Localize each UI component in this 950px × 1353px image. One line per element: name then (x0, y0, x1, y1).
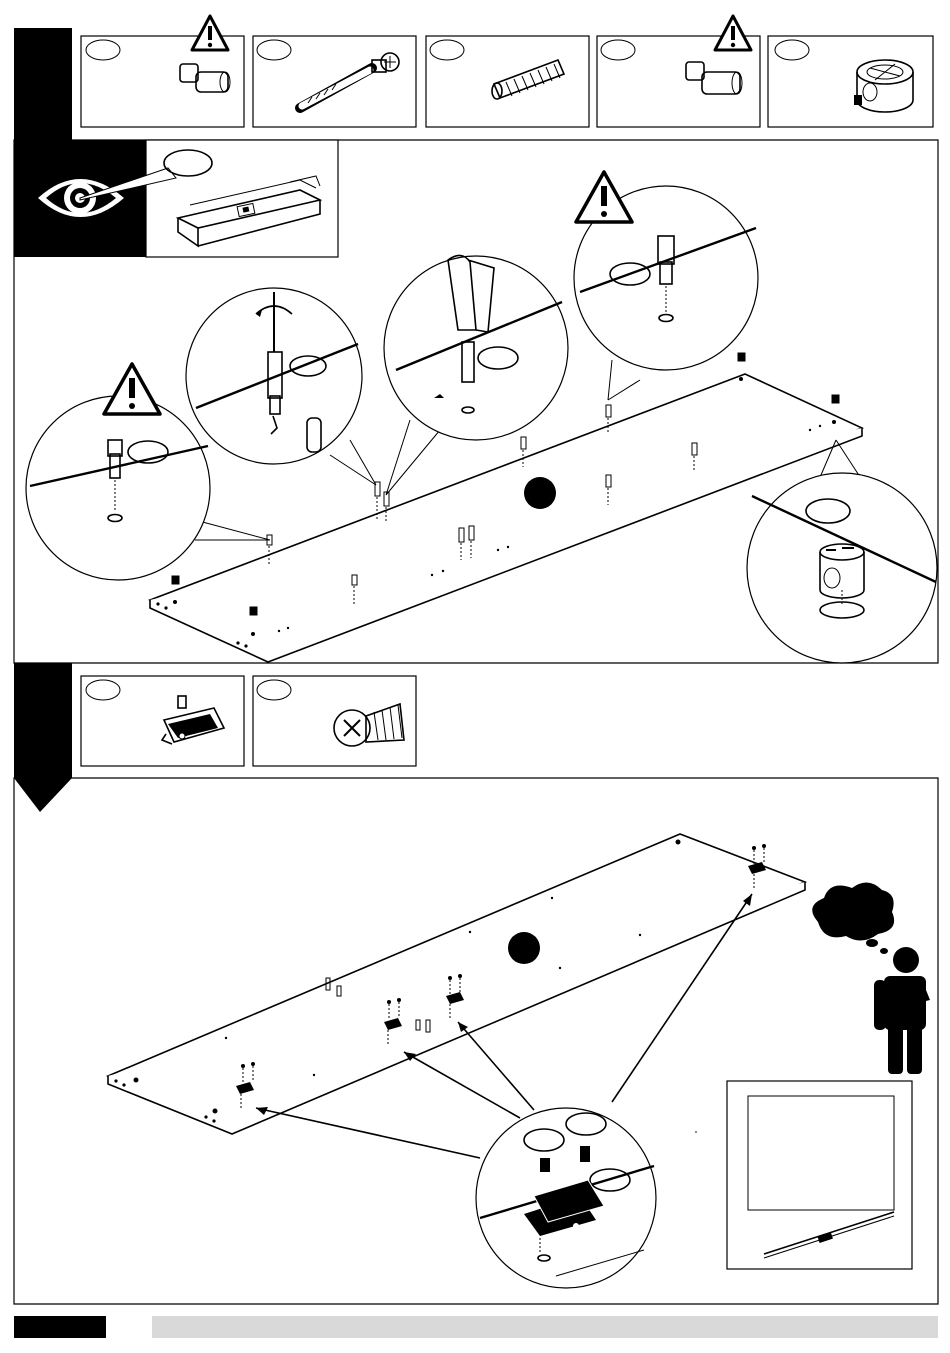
step-1 (14, 16, 938, 663)
footer-bar (152, 1316, 938, 1338)
part-box-cam-dowel (81, 16, 244, 127)
step-2 (14, 663, 938, 1304)
part-box-hinge-plate (81, 676, 244, 766)
part-box-wooden-dowel (426, 36, 589, 127)
part-box-cam-lock (768, 36, 933, 127)
side-marker-dot (524, 477, 556, 509)
part-box-euro-screw (253, 676, 416, 766)
page-number-block (14, 1316, 106, 1338)
detail-hinge-plate (476, 1108, 656, 1288)
hint-door-box (695, 1081, 912, 1269)
orientation-hint (14, 140, 338, 257)
step-1-marker (14, 28, 72, 140)
warning-icon (192, 16, 228, 50)
part-box-cam-dowel (597, 16, 760, 127)
step-2-parts (81, 676, 416, 766)
warning-icon (715, 16, 751, 50)
footer (14, 1316, 938, 1338)
step-1-parts (81, 16, 933, 127)
side-marker-dot (508, 932, 540, 964)
part-box-connector-bolt (253, 36, 416, 127)
